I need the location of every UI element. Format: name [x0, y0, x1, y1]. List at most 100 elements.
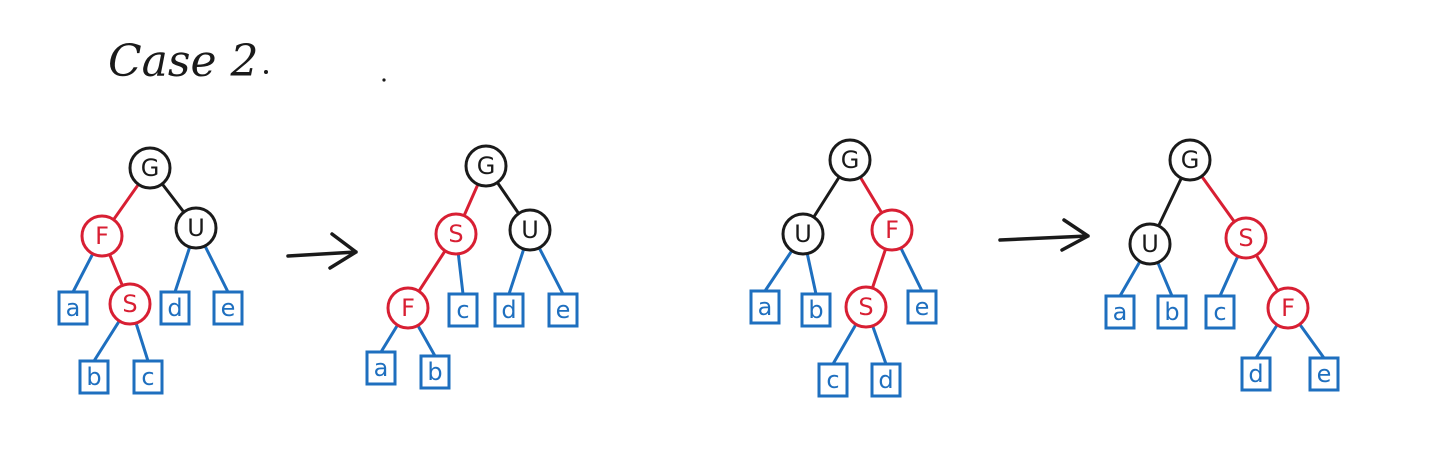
node-label: G: [841, 146, 860, 174]
leaf-c: c: [132, 359, 164, 395]
leaf-a: a: [749, 289, 781, 325]
leaf-box: [749, 289, 781, 325]
leaf-box: [159, 290, 191, 326]
leaf-c: c: [817, 362, 849, 398]
leaf-label: e: [556, 296, 571, 324]
leaf-label: c: [456, 296, 469, 324]
leaf-box: [1240, 356, 1272, 392]
leaf-box: [78, 359, 110, 395]
leaf-label: d: [878, 366, 893, 394]
node-label: G: [477, 152, 496, 180]
leaf-b: b: [419, 354, 451, 390]
node-label: G: [141, 154, 160, 182]
leaf-box: [365, 350, 397, 386]
stray-dot: [382, 78, 386, 82]
node-circle: [1224, 216, 1268, 260]
stray-dot: [264, 70, 268, 74]
tree-after-case-right: G U S Fa b c d e: [1104, 138, 1340, 392]
node-circle: [870, 208, 914, 252]
leaf-label: c: [1213, 298, 1226, 326]
leaf-label: d: [167, 294, 182, 322]
leaf-b: b: [1156, 294, 1188, 330]
leaf-e: e: [212, 290, 244, 326]
leaf-box: [1104, 294, 1136, 330]
leaf-a: a: [1104, 294, 1136, 330]
node-label: F: [885, 216, 899, 244]
node-label: U: [521, 216, 539, 244]
node-label: S: [448, 220, 463, 248]
node-label: F: [1281, 294, 1295, 322]
node-label: S: [1238, 224, 1253, 252]
leaf-d: d: [159, 290, 191, 326]
leaf-box: [1156, 294, 1188, 330]
leaf-box: [419, 354, 451, 390]
leaf-a: a: [57, 290, 89, 326]
node-circle: [1266, 286, 1310, 330]
node-circle: [108, 282, 152, 326]
leaf-label: b: [1164, 298, 1179, 326]
node-circle: [128, 146, 172, 190]
node-G: G: [464, 144, 508, 188]
node-circle: [80, 214, 124, 258]
leaf-c: c: [447, 292, 479, 328]
leaf-label: e: [915, 293, 930, 321]
node-label: U: [794, 220, 812, 248]
leaf-box: [132, 359, 164, 395]
leaf-label: a: [66, 294, 81, 322]
leaf-label: a: [1113, 298, 1128, 326]
node-circle: [434, 212, 478, 256]
leaf-label: c: [141, 363, 154, 391]
node-U: U: [508, 208, 552, 252]
node-circle: [464, 144, 508, 188]
node-circle: [386, 286, 430, 330]
node-label: F: [95, 222, 109, 250]
node-G: G: [1168, 138, 1212, 182]
node-S: S: [434, 212, 478, 256]
leaf-label: e: [1317, 360, 1332, 388]
node-circle: [1128, 222, 1172, 266]
leaf-a: a: [365, 350, 397, 386]
transition-arrow-1: [286, 232, 358, 270]
leaf-box: [800, 292, 832, 328]
leaf-box: [1308, 356, 1340, 392]
leaf-e: e: [906, 289, 938, 325]
leaf-box: [870, 362, 902, 398]
leaf-label: d: [501, 296, 516, 324]
node-circle: [508, 208, 552, 252]
node-S: S: [844, 285, 888, 329]
transition-arrow-2: [998, 218, 1090, 252]
leaf-d: d: [493, 292, 525, 328]
leaf-c: c: [1204, 294, 1236, 330]
node-F: F: [1266, 286, 1310, 330]
leaf-label: c: [826, 366, 839, 394]
diagram-title: Case 2: [108, 36, 259, 87]
leaf-d: d: [1240, 356, 1272, 392]
node-G: G: [128, 146, 172, 190]
node-label: G: [1181, 146, 1200, 174]
node-label: S: [858, 293, 873, 321]
node-F: F: [870, 208, 914, 252]
node-label: U: [1141, 230, 1159, 258]
leaf-box: [493, 292, 525, 328]
node-circle: [1168, 138, 1212, 182]
leaf-label: d: [1248, 360, 1263, 388]
leaf-e: e: [547, 292, 579, 328]
leaf-box: [1204, 294, 1236, 330]
leaf-label: b: [86, 363, 101, 391]
node-label: S: [122, 290, 137, 318]
leaf-d: d: [870, 362, 902, 398]
leaf-label: b: [808, 296, 823, 324]
node-circle: [174, 206, 218, 250]
leaf-e: e: [1308, 356, 1340, 392]
node-circle: [781, 212, 825, 256]
leaf-b: b: [78, 359, 110, 395]
leaf-label: e: [221, 294, 236, 322]
node-circle: [828, 138, 872, 182]
leaf-box: [906, 289, 938, 325]
leaf-box: [447, 292, 479, 328]
node-U: U: [1128, 222, 1172, 266]
